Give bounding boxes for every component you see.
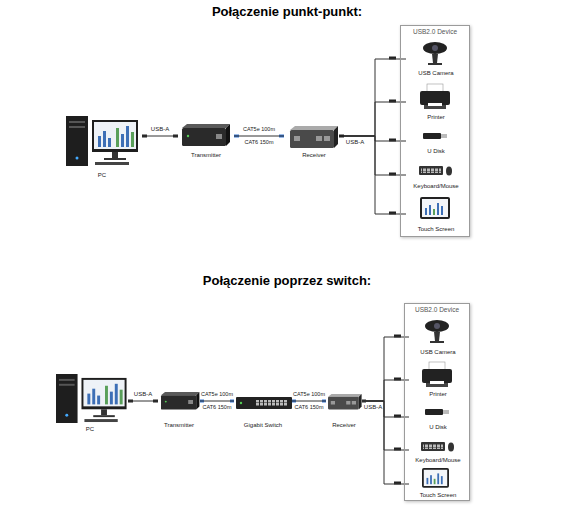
- switch-illustration: [236, 397, 292, 409]
- node-label: Keyboard/Mouse: [413, 183, 458, 191]
- ethernet-plug: [200, 135, 326, 403]
- switch-node: Gigabit Switch: [234, 386, 292, 430]
- cable-line: [362, 401, 409, 450]
- node-label: USB2.0 Device: [415, 306, 459, 314]
- device-box: Keyboard/Mouse: [406, 159, 466, 191]
- cable-label: USB-A: [345, 139, 365, 147]
- node-label: Transmitter: [164, 422, 194, 430]
- cable-line: [234, 136, 284, 137]
- node-label: Printer: [429, 391, 447, 399]
- touch-screen-illustration: [420, 197, 450, 219]
- transmitter-node: Transmitter: [158, 384, 200, 430]
- usb-disk-illustration: [423, 133, 447, 139]
- cable-line: [344, 102, 406, 136]
- node-label: USB Camera: [420, 349, 455, 357]
- cable-line: [362, 401, 409, 484]
- printer-illustration: [422, 362, 452, 387]
- usb-disk-illustration: [425, 409, 449, 415]
- cable-spec: CAT6 150m: [244, 139, 275, 146]
- node-label: Printer: [427, 114, 445, 122]
- device-box: Printer: [406, 82, 466, 122]
- device-box: Printer: [409, 361, 467, 399]
- cable-spec: CAT6 150m: [294, 404, 325, 411]
- receiver-node: Receiver: [326, 384, 362, 430]
- device-box: U Disk: [409, 402, 467, 432]
- keyboard-mouse-illustration: [421, 442, 454, 452]
- camera-illustration: [423, 42, 447, 65]
- printer-illustration: [420, 84, 450, 109]
- pc-illustration: [66, 116, 138, 166]
- device-box: Touch Screen: [406, 194, 466, 234]
- keyboard-mouse-illustration: [419, 166, 452, 176]
- transmitter-illustration: [182, 124, 230, 146]
- cable-line: [128, 401, 158, 402]
- device-panel: USB2.0 DeviceUSB CameraPrinter U DiskKeyb…: [404, 303, 470, 501]
- device-panel: USB2.0 DeviceUSB CameraPrinter U DiskKeyb…: [400, 25, 470, 237]
- pc-node: PC: [62, 112, 142, 180]
- cable-line: [200, 401, 234, 402]
- diagram-title: Połączenie punkt-punkt:: [211, 4, 363, 21]
- device-box: USB Camera: [409, 317, 467, 357]
- receiver-illustration: [290, 126, 338, 148]
- node-label: U Disk: [427, 148, 445, 156]
- camera-illustration: [425, 320, 449, 343]
- node-label: Touch Screen: [420, 492, 457, 500]
- node-label: U Disk: [429, 424, 447, 432]
- receiver-node: Receiver: [284, 118, 344, 160]
- cable-label: CAT5e 100m: [292, 391, 326, 398]
- cable-line: [344, 59, 406, 136]
- cable-label: USB-A: [133, 391, 153, 399]
- cable-plug: [339, 135, 344, 138]
- node-label: PC: [98, 172, 106, 180]
- section-title: Połączenie poprzez switch:: [202, 273, 372, 290]
- cable-plug: [128, 57, 401, 485]
- pc-node: PC: [52, 372, 128, 434]
- device-box: USB Camera: [406, 40, 466, 78]
- pc-illustration: [56, 374, 127, 423]
- cable-label: CAT5e 100m: [242, 126, 276, 133]
- node-label: Gigabit Switch: [244, 422, 282, 430]
- cable-line: [344, 136, 406, 214]
- node-label: Receiver: [302, 152, 326, 160]
- cable-spec: CAT6 150m: [202, 404, 233, 411]
- device-box: Touch Screen: [409, 468, 467, 500]
- node-label: USB Camera: [418, 70, 453, 78]
- cable-line: [362, 401, 409, 417]
- transmitter-node: Transmitter: [178, 118, 234, 160]
- cable-line: [292, 401, 326, 402]
- transmitter-illustration: [161, 392, 199, 410]
- node-label: Touch Screen: [418, 226, 455, 234]
- cable-label: USB-A: [150, 126, 170, 134]
- node-label: Transmitter: [191, 152, 221, 160]
- device-box: U Disk: [406, 126, 466, 156]
- node-label: USB2.0 Device: [413, 28, 457, 36]
- touch-screen-illustration: [422, 468, 449, 488]
- node-label: Keyboard/Mouse: [415, 457, 460, 465]
- cable-label: CAT5e 100m: [200, 391, 234, 398]
- cable-line: [362, 380, 409, 401]
- node-label: PC: [86, 426, 94, 434]
- receiver-illustration: [328, 394, 362, 409]
- cable-line: [362, 337, 409, 401]
- device-box: Keyboard/Mouse: [409, 435, 467, 465]
- node-label: Receiver: [332, 422, 356, 430]
- cable-label: USB-A: [363, 404, 383, 412]
- cable-line: [142, 136, 178, 137]
